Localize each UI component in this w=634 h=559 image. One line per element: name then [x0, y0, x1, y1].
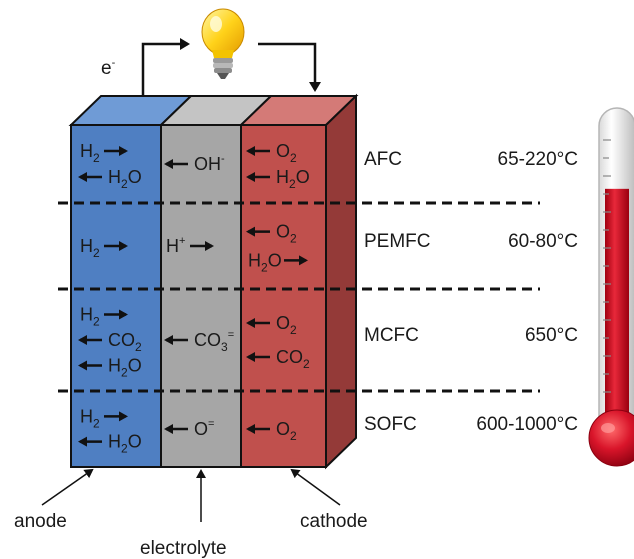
species-formula: H2O	[108, 432, 142, 456]
species-cathode: O2	[246, 141, 297, 165]
species-electrolyte: H+	[166, 235, 214, 256]
species-formula: O2	[276, 419, 297, 443]
electron-label: e-	[101, 57, 116, 79]
species-electrolyte: CO3=	[164, 329, 234, 354]
species-cathode: H2O	[248, 250, 308, 274]
circuit-wire-left	[141, 38, 190, 96]
anode-layer	[70, 124, 162, 468]
species-formula: H2	[80, 141, 100, 165]
species-anode: H2	[80, 305, 128, 329]
layer-pointers	[41, 468, 341, 522]
electrolyte-layer	[160, 124, 242, 468]
species-formula: H2O	[248, 250, 282, 274]
species-anode: CO2	[78, 330, 142, 354]
species-cathode: O2	[246, 313, 297, 337]
species-cathode: CO2	[246, 347, 310, 371]
cell-type-label: MCFC	[364, 325, 419, 346]
species-anode: H2O	[78, 432, 142, 456]
species-formula: H2	[80, 236, 100, 260]
species-cathode: O2	[246, 419, 297, 443]
anode-pointer	[41, 468, 94, 506]
operating-temperature: 60-80°C	[508, 231, 578, 252]
species-anode: H2	[80, 141, 128, 165]
external-circuit	[141, 38, 321, 96]
operating-temperature: 650°C	[525, 325, 578, 346]
species-anode: H2O	[78, 356, 142, 380]
species-formula: H2	[80, 406, 100, 430]
species-formula: O=	[194, 418, 214, 439]
species-formula: O2	[276, 141, 297, 165]
circuit-wire-right	[258, 42, 321, 92]
cell-type-rows: AFC 65-220°C PEMFC 60-80°C MCFC 650°C SOFC 600-…	[364, 149, 578, 435]
operating-temperature: 65-220°C	[498, 149, 578, 170]
species-formula: CO3=	[194, 329, 234, 354]
species-formula: O2	[276, 222, 297, 246]
thermometer-icon	[588, 107, 634, 467]
species-anode: H2	[80, 236, 128, 260]
cathode-pointer	[290, 468, 341, 506]
cell-type-label: AFC	[364, 149, 402, 170]
species-formula: CO2	[108, 330, 142, 354]
species-formula: CO2	[276, 347, 310, 371]
species-anode: H2O	[78, 167, 142, 191]
fuel-cell-block	[68, 93, 359, 470]
species-cathode: O2	[246, 222, 297, 246]
species-formula: H2	[80, 305, 100, 329]
species-formula: H2O	[108, 167, 142, 191]
operating-temperature: 600-1000°C	[476, 414, 578, 435]
species-formula: H+	[166, 235, 185, 256]
species-formula: OH-	[194, 153, 225, 174]
cathode-side-face	[325, 93, 357, 470]
species-formula: H2O	[108, 356, 142, 380]
cell-type-label: PEMFC	[364, 231, 431, 252]
cathode-layer	[240, 124, 327, 468]
thermometer-fill	[605, 188, 629, 440]
cell-separators	[58, 201, 540, 393]
species-electrolyte: O=	[164, 418, 214, 439]
species-cathode: H2O	[246, 167, 310, 191]
anode-label: anode	[14, 511, 67, 532]
species-electrolyte: OH-	[164, 153, 225, 174]
lightbulb-icon	[201, 8, 245, 79]
species-formula: O2	[276, 313, 297, 337]
species-anode: H2	[80, 406, 128, 430]
species-formula: H2O	[276, 167, 310, 191]
cell-type-label: SOFC	[364, 414, 417, 435]
cathode-label: cathode	[300, 511, 368, 532]
electrolyte-label: electrolyte	[140, 538, 227, 559]
